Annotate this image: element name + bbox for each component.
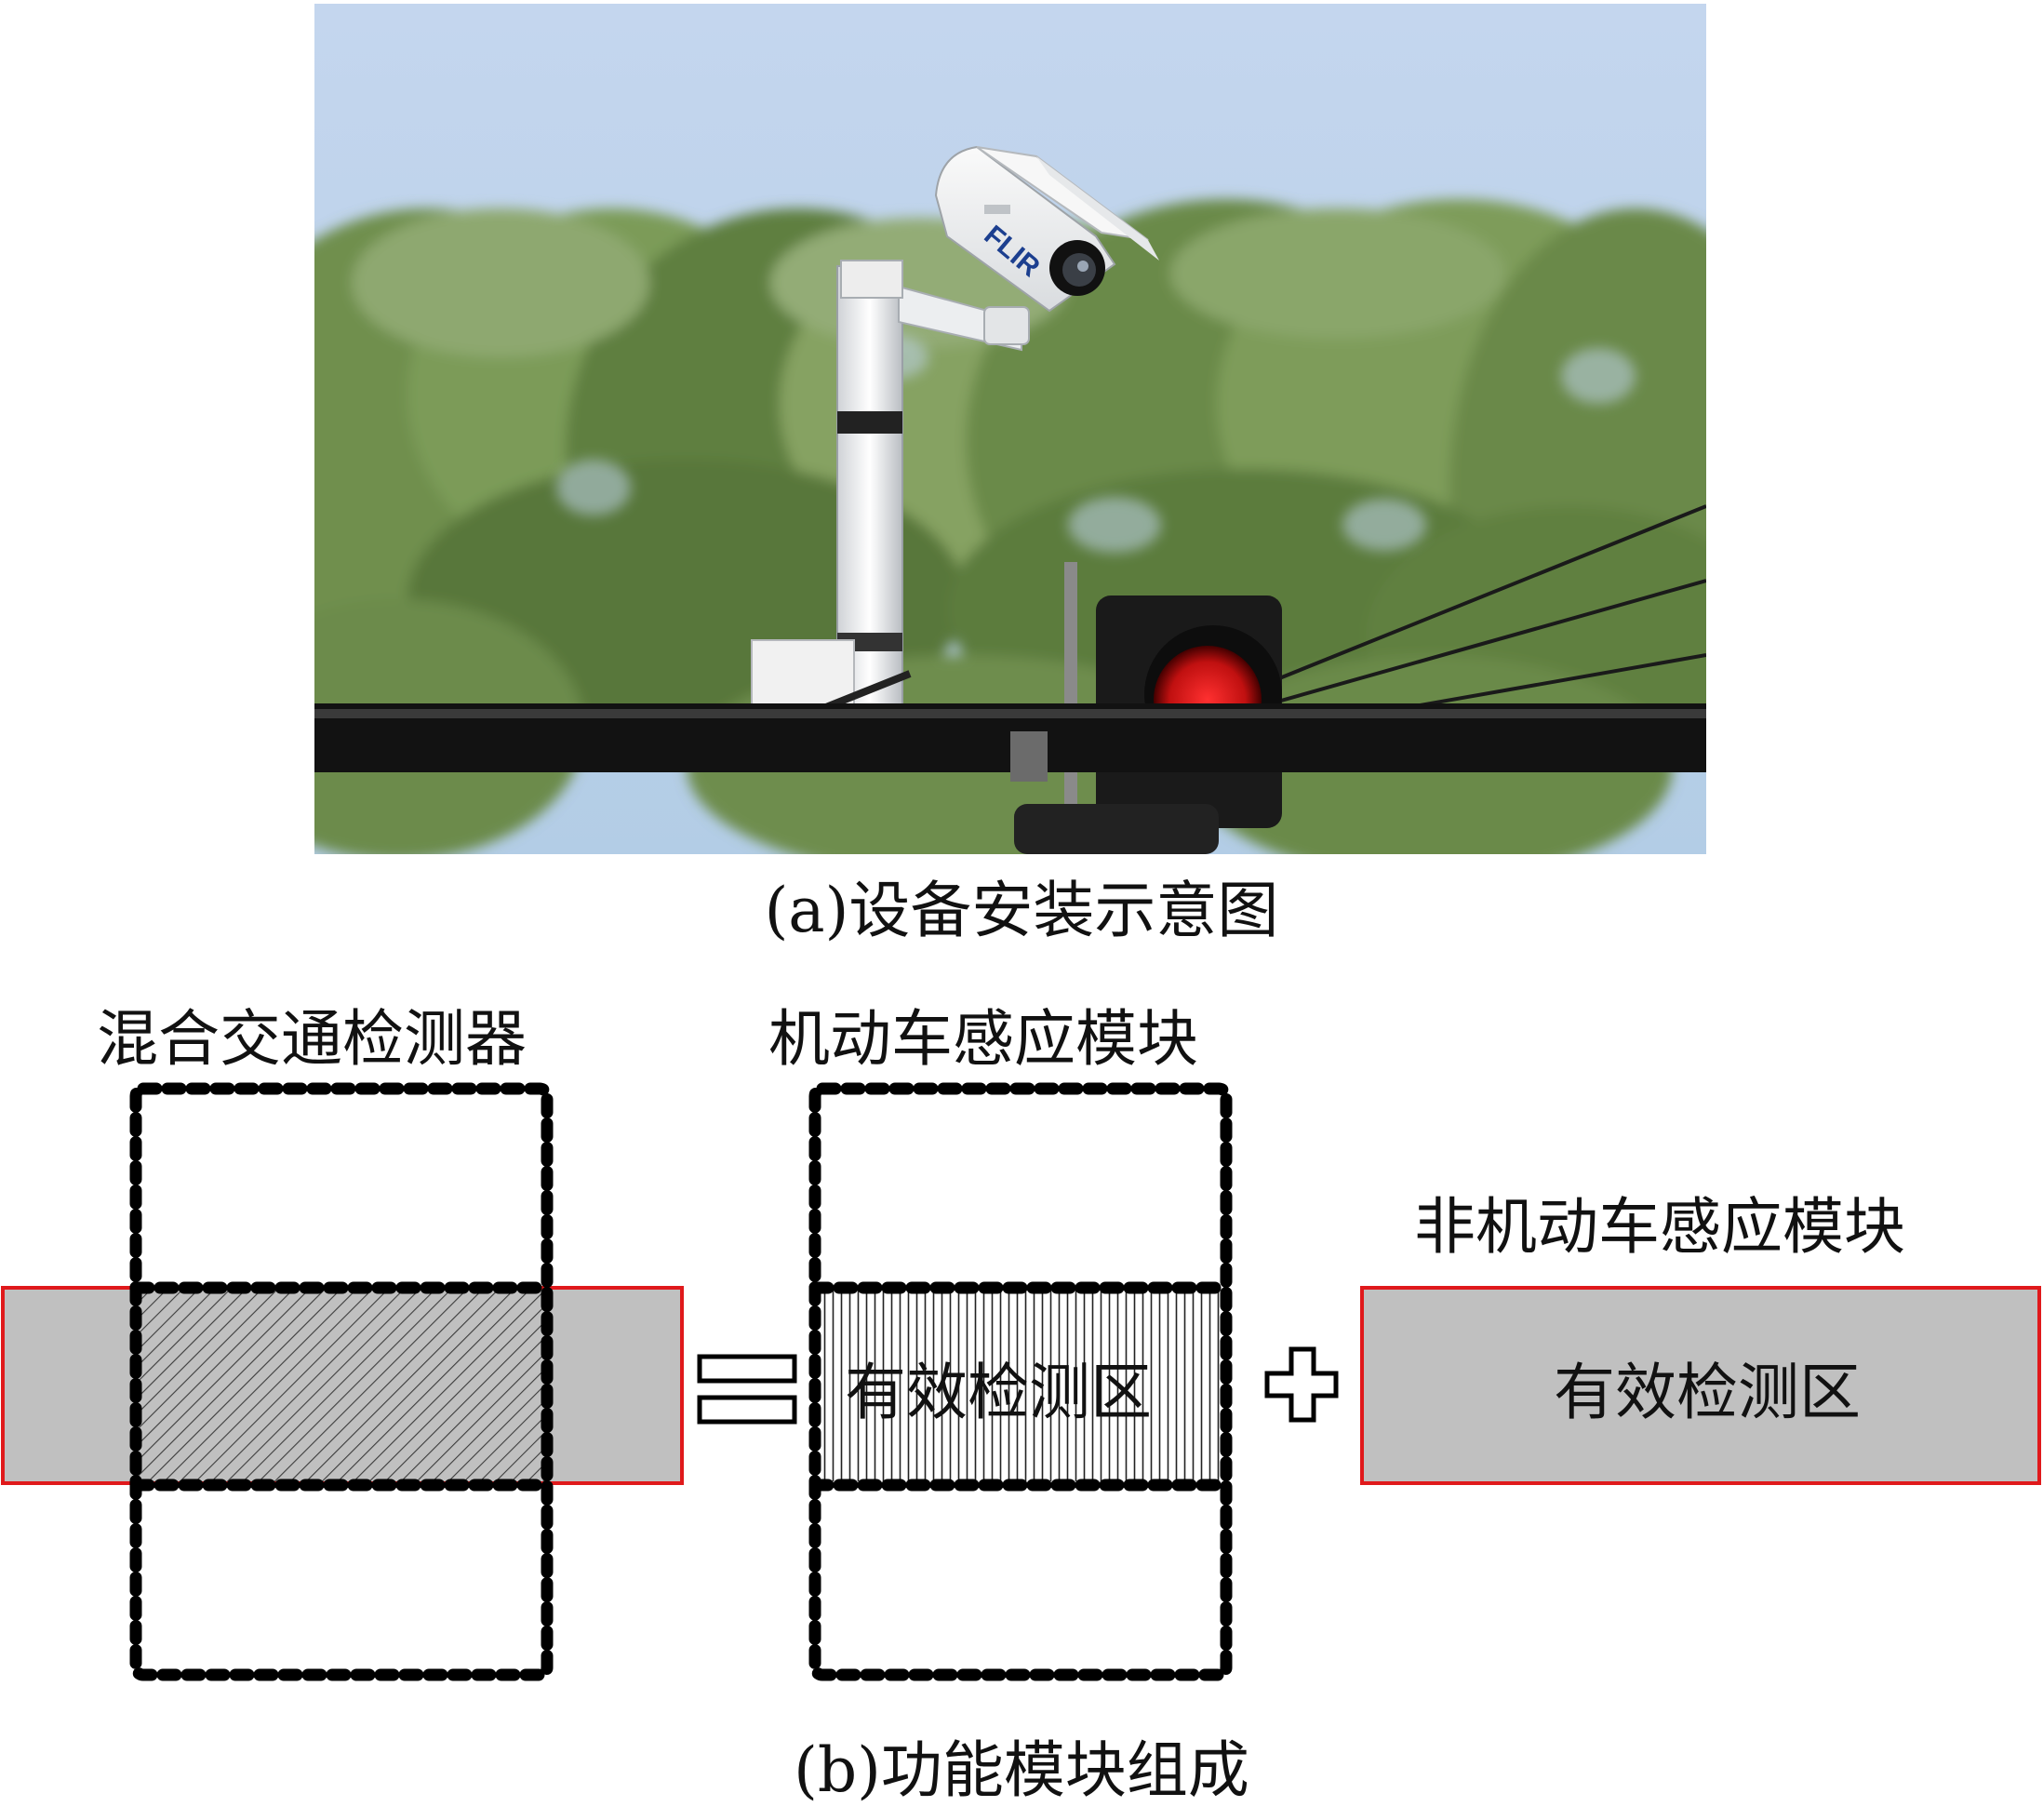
motor-zone-label: 有效检测区	[845, 1357, 1152, 1428]
signal-mast-arm	[314, 703, 1706, 782]
non-motor-vehicle-module-title: 非机动车感应模块	[1414, 1191, 1905, 1263]
equals-sign	[697, 1354, 797, 1425]
module-diagram	[1, 1082, 2041, 1681]
installation-photo: FLIR	[314, 4, 1706, 854]
photo-scene: FLIR	[314, 4, 1706, 854]
diagram-caption: (b)功能模块组成	[794, 1734, 1249, 1806]
plus-sign	[1264, 1346, 1339, 1423]
mixed-detector-diagram	[1, 1082, 684, 1681]
mixed-traffic-detector-title: 混合交通检测器	[97, 1003, 527, 1075]
motor-detection-zone	[817, 1290, 1224, 1481]
middle-dashed-frame	[808, 1082, 1233, 1681]
non-motor-detection-zone	[1360, 1286, 2041, 1485]
overlap-hatched-zone	[138, 1290, 545, 1481]
non-motor-zone-label: 有效检测区	[1554, 1357, 1861, 1428]
left-dashed-frame	[129, 1082, 554, 1681]
motor-vehicle-module-title: 机动车感应模块	[768, 1003, 1198, 1075]
motor-vehicle-module-diagram	[808, 1082, 1233, 1681]
photo-caption: (a)设备安装示意图	[764, 875, 1279, 946]
